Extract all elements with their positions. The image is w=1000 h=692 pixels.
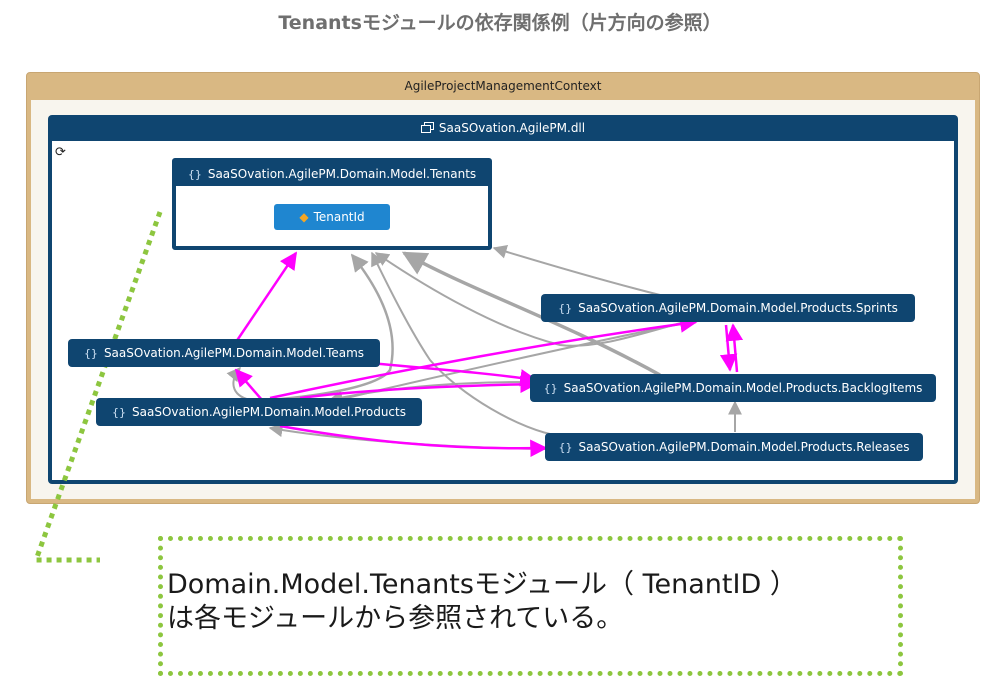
callout-text: Domain.Model.Tenantsモジュール（ TenantID ） は各…	[167, 568, 897, 636]
edge-products-teams-m	[234, 368, 263, 401]
node-sprints[interactable]: {} SaaSOvation.AgilePM.Domain.Model.Produ…	[541, 294, 915, 322]
edge-releases-tenants	[371, 251, 561, 437]
namespace-icon: {}	[112, 406, 127, 419]
slide-title: Tenantsモジュールの依存関係例（片方向の参照）	[278, 12, 722, 34]
callout-box	[158, 536, 903, 676]
edge-products-tenants	[269, 253, 394, 402]
node-tenants[interactable]: {} SaaSOvation.AgilePM.Domain.Model.Tenan…	[172, 158, 492, 250]
node-teams-label: SaaSOvation.AgilePM.Domain.Model.Teams	[103, 346, 365, 360]
node-releases-label: SaaSOvation.AgilePM.Domain.Model.Product…	[578, 440, 910, 454]
namespace-icon: {}	[543, 382, 558, 395]
edge-teams-backlog	[359, 360, 538, 387]
edge-products-releases	[279, 424, 548, 458]
node-teams[interactable]: {} SaaSOvation.AgilePM.Domain.Model.Teams	[68, 339, 380, 367]
node-sprints-label: SaaSOvation.AgilePM.Domain.Model.Product…	[578, 301, 898, 315]
edge-backlog-sprints	[725, 323, 744, 373]
node-backlog-items-label: SaaSOvation.AgilePM.Domain.Model.Product…	[563, 381, 923, 395]
edge-sprints-products	[328, 319, 701, 406]
edge-sprints-backlog	[719, 324, 738, 372]
assembly-label: SaaSOvation.AgilePM.dll	[438, 121, 586, 135]
dll-icon	[420, 122, 434, 133]
assembly-header: SaaSOvation.AgilePM.dll	[48, 115, 958, 141]
edge-products-sprints	[269, 315, 698, 400]
context-label: AgileProjectManagementContext	[404, 79, 602, 93]
edge-backlog-tenants	[401, 251, 661, 377]
callout-line-2: は各モジュールから参照されている。	[167, 603, 624, 634]
namespace-icon: {}	[558, 302, 573, 315]
node-tenant-id-label: TenantId	[313, 210, 365, 224]
node-products-label: SaaSOvation.AgilePM.Domain.Model.Product…	[132, 405, 406, 419]
callout-leader	[32, 211, 163, 563]
node-backlog-items[interactable]: {} SaaSOvation.AgilePM.Domain.Model.Produ…	[530, 374, 936, 402]
class-icon: ◆	[299, 210, 309, 224]
refresh-icon[interactable]: ⟳	[55, 145, 66, 160]
edge-sprints-tenants	[492, 244, 661, 296]
node-tenants-label: SaaSOvation.AgilePM.Domain.Model.Tenants	[207, 167, 477, 181]
node-tenant-id[interactable]: ◆ TenantId	[274, 204, 390, 230]
edge-sprints-tenants-2	[374, 252, 701, 347]
namespace-icon: {}	[558, 441, 573, 454]
namespace-icon: {}	[187, 168, 202, 181]
edge-teams-tenants	[234, 251, 298, 343]
callout-line-1: Domain.Model.Tenantsモジュール（ TenantID ）	[167, 569, 797, 600]
node-releases[interactable]: {} SaaSOvation.AgilePM.Domain.Model.Produ…	[545, 433, 923, 461]
node-products[interactable]: {} SaaSOvation.AgilePM.Domain.Model.Produ…	[96, 398, 422, 426]
edge-products-backlog	[299, 375, 538, 400]
namespace-icon: {}	[83, 347, 98, 360]
node-tenants-header: {} SaaSOvation.AgilePM.Domain.Model.Tenan…	[176, 162, 488, 186]
